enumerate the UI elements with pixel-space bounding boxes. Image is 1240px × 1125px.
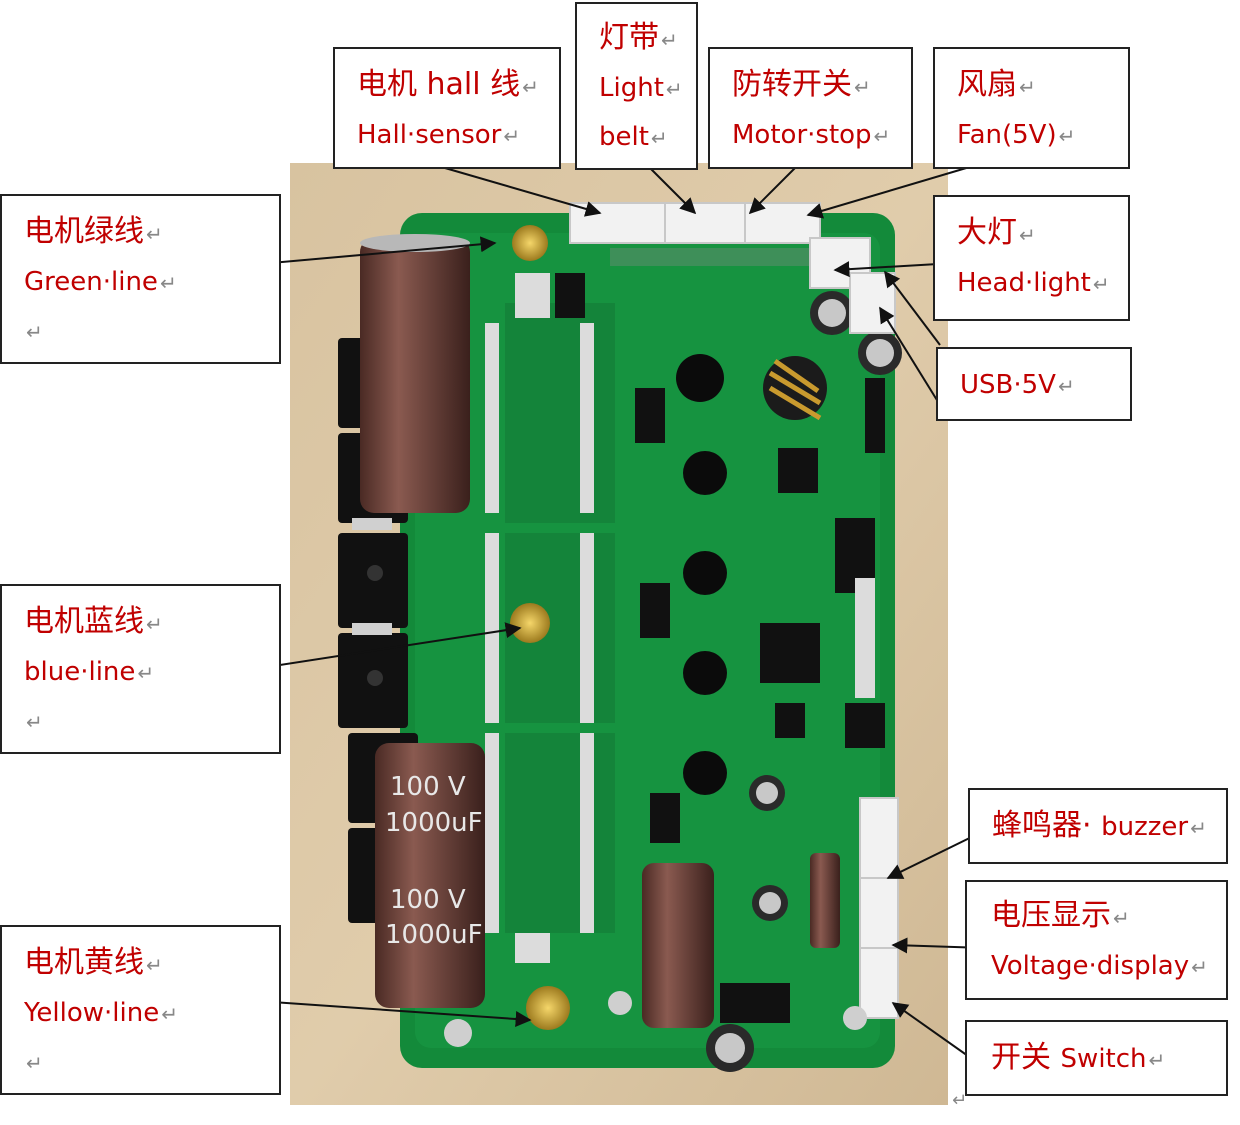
screw-blue xyxy=(510,603,550,643)
label-usb-en: USB·5V xyxy=(960,370,1056,400)
svg-text:100 V: 100 V xyxy=(390,885,466,915)
label-motorstop-zh: 防转开关 xyxy=(732,67,852,102)
label-blue-en: blue·line xyxy=(24,657,136,687)
label-switch-en: Switch xyxy=(1060,1044,1147,1074)
label-buzzer-zh: 蜂鸣器· xyxy=(992,808,1092,843)
svg-text:1000uF: 1000uF xyxy=(385,920,483,950)
label-fan-en: Fan(5V) xyxy=(957,120,1057,150)
svg-text:1000uF: 1000uF xyxy=(385,808,483,838)
label-buzzer: 蜂鸣器· buzzer↵ xyxy=(968,788,1228,864)
label-green-zh: 电机绿线 xyxy=(24,214,144,249)
label-voltage-zh: 电压显示 xyxy=(991,898,1111,933)
label-hall-sensor: 电机 hall 线↵ Hall·sensor↵ xyxy=(333,47,561,169)
paragraph-mark: ↵ xyxy=(952,1090,968,1111)
label-yellow-line: 电机黄线↵ Yellow·line↵ ↵ xyxy=(0,925,281,1095)
label-lightbelt-zh: 灯带 xyxy=(599,20,659,55)
label-green-en: Green·line xyxy=(24,267,158,297)
label-lightbelt-en2: belt xyxy=(599,122,649,152)
label-voltage-display: 电压显示↵ Voltage·display↵ xyxy=(965,880,1228,1000)
svg-text:100 V: 100 V xyxy=(390,772,466,802)
controller-board-photo: 100 V 1000uF 100 V 1000uF xyxy=(290,163,948,1105)
label-headlight-en: Head·light xyxy=(957,268,1091,298)
label-motor-stop: 防转开关↵ Motor·stop↵ xyxy=(708,47,913,169)
label-fan: 风扇↵ Fan(5V)↵ xyxy=(933,47,1130,169)
capacitor-bottom: 100 V 1000uF 100 V 1000uF xyxy=(375,743,485,1008)
label-yellow-zh: 电机黄线 xyxy=(24,945,144,980)
label-switch-zh: 开关 xyxy=(991,1040,1051,1075)
mcu-chip xyxy=(760,623,820,683)
label-voltage-en: Voltage·display xyxy=(991,951,1190,981)
capacitor-top xyxy=(360,234,470,513)
label-switch: 开关 Switch↵ xyxy=(965,1020,1228,1096)
label-hall-zh: 电机 hall 线 xyxy=(357,67,521,102)
label-light-belt: 灯带↵ Light↵ belt↵ xyxy=(575,2,698,170)
label-headlight-zh: 大灯 xyxy=(957,215,1017,250)
label-head-light: 大灯↵ Head·light↵ xyxy=(933,195,1130,321)
label-green-line: 电机绿线↵ Green·line↵ ↵ xyxy=(0,194,281,364)
screw-green xyxy=(512,225,548,261)
label-yellow-en: Yellow·line xyxy=(24,998,160,1028)
capacitor-mid xyxy=(642,863,714,1028)
right-connectors xyxy=(859,797,899,1019)
label-hall-en: Hall·sensor xyxy=(357,120,502,150)
label-motorstop-en: Motor·stop xyxy=(732,120,872,150)
label-usb-5v: USB·5V↵ xyxy=(936,347,1132,421)
label-buzzer-en: buzzer xyxy=(1101,812,1189,842)
screw-yellow xyxy=(526,986,570,1030)
label-blue-line: 电机蓝线↵ blue·line↵ ↵ xyxy=(0,584,281,754)
label-blue-zh: 电机蓝线 xyxy=(24,604,144,639)
label-lightbelt-en1: Light xyxy=(599,73,664,103)
label-fan-zh: 风扇 xyxy=(957,67,1017,102)
